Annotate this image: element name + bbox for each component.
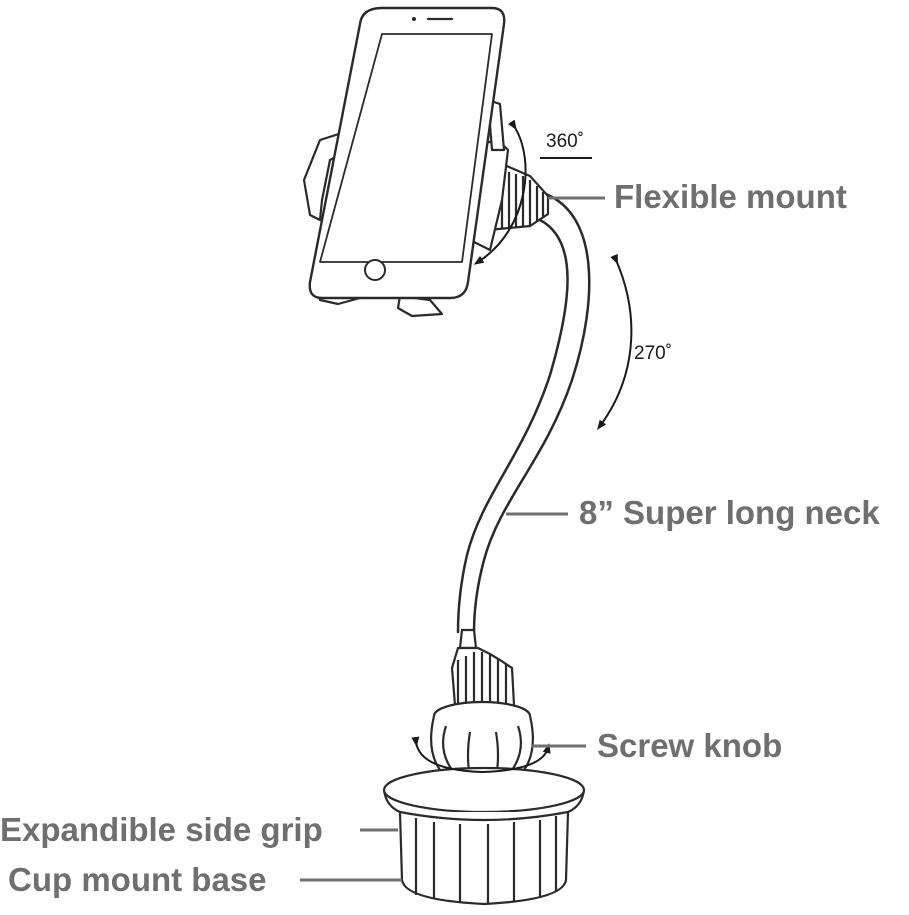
gooseneck — [456, 190, 591, 634]
callout-cup-mount-base: Cup mount base — [8, 861, 267, 898]
leader-lines — [300, 196, 605, 882]
callout-flexible-mount: Flexible mount — [614, 178, 847, 215]
callout-screw-knob: Screw knob — [597, 727, 783, 764]
callout-expandible-side-grip: Expandible side grip — [0, 811, 323, 848]
knob-rotation-arrow — [411, 736, 551, 774]
cup-mount-base — [382, 766, 586, 906]
bend-arrow-270 — [597, 253, 633, 431]
angle-label-360: 360˚ — [546, 131, 585, 152]
rotation-arrow-360 — [473, 119, 592, 265]
neck-collar — [450, 628, 516, 714]
callout-super-long-neck: 8” Super long neck — [579, 494, 880, 531]
smartphone — [308, 6, 506, 300]
angle-label-270: 270˚ — [634, 343, 673, 364]
